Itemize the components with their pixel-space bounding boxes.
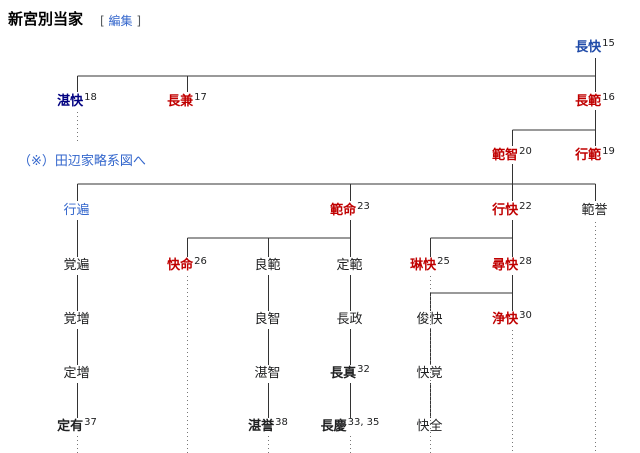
edit-link[interactable]: 編集: [108, 14, 133, 28]
node-name: 長快: [575, 40, 602, 55]
connector-gen1: [77, 58, 596, 92]
node-number: 16: [602, 91, 615, 103]
node-number: 17: [194, 91, 207, 103]
node-name: 行快: [492, 203, 519, 218]
node-name: 湛智: [254, 366, 281, 381]
node-name: 良智: [254, 312, 281, 327]
node-number: 30: [519, 309, 532, 321]
node-choukei[interactable]: 長慶33, 35: [320, 416, 380, 435]
node-number: 25: [437, 255, 450, 267]
node-rinkai[interactable]: 琳快25: [410, 255, 450, 274]
node-name: 範智: [492, 148, 519, 163]
node-name: 尋快: [492, 258, 519, 273]
connector-jinkai: [430, 275, 513, 311]
connector-gen2: [512, 110, 596, 146]
section-title: 新宮別当家: [8, 10, 84, 28]
node-number: 18: [84, 91, 97, 103]
node-number: 32: [357, 363, 370, 375]
node-teiyuu[interactable]: 定有37: [57, 416, 97, 435]
node-number: 20: [519, 145, 532, 157]
node-chousei: 長政: [336, 312, 363, 328]
node-gyoukai[interactable]: 行快22: [492, 200, 532, 219]
solid-connectors: [77, 58, 596, 418]
node-kakuzou: 覚増: [63, 312, 90, 328]
node-chouhan[interactable]: 長範16: [575, 91, 615, 110]
node-number: 23: [357, 200, 370, 212]
connector-hanmei: [187, 220, 351, 257]
node-name: 行遍: [63, 203, 90, 218]
node-name: 琳快: [410, 258, 437, 273]
node-name: 覚増: [63, 312, 90, 327]
dotted-connectors: [77, 112, 596, 453]
connector-gyoukai: [430, 220, 513, 257]
node-joukai[interactable]: 浄快30: [492, 309, 532, 328]
node-name: 長範: [575, 94, 602, 109]
node-name: 湛快: [57, 94, 84, 109]
node-name: 長真: [330, 366, 357, 381]
node-hanmei[interactable]: 範命23: [330, 200, 370, 219]
node-name: 定増: [63, 366, 90, 381]
node-ryouhan: 良範: [254, 258, 281, 274]
edit-bracket-close: ]: [136, 14, 142, 28]
node-name: 長慶: [320, 419, 347, 434]
node-hanyo: 範誉: [581, 203, 608, 219]
node-number: 26: [194, 255, 207, 267]
node-number: 33, 35: [347, 416, 380, 428]
node-name: 範命: [330, 203, 357, 218]
node-name: 浄快: [492, 312, 519, 327]
node-jinkai[interactable]: 尋快28: [492, 255, 532, 274]
node-number: 28: [519, 255, 532, 267]
edit-bracket-open: [: [100, 14, 105, 28]
node-number: 37: [84, 416, 97, 428]
node-teihan: 定範: [336, 258, 363, 274]
node-hanchi[interactable]: 範智20: [492, 145, 532, 164]
node-ryouchi: 良智: [254, 312, 281, 328]
node-shunkai: 俊快: [416, 312, 443, 328]
node-name: 快全: [416, 419, 443, 434]
node-name: 範誉: [581, 203, 608, 218]
node-name: 定範: [336, 258, 363, 273]
node-tanchi: 湛智: [254, 366, 281, 382]
node-name: 覚遍: [63, 258, 90, 273]
node-name: 俊快: [416, 312, 443, 327]
node-name: 行範: [575, 148, 602, 163]
node-number: 19: [602, 145, 615, 157]
node-teizou: 定増: [63, 366, 90, 382]
node-name: 定有: [57, 419, 84, 434]
genealogy-reference-link[interactable]: （※）田辺家略系図へ: [18, 154, 146, 169]
node-tankai[interactable]: 湛快18: [57, 91, 97, 110]
node-chouken[interactable]: 長兼17: [167, 91, 207, 110]
node-number: 38: [275, 416, 288, 428]
node-name: 長政: [336, 312, 363, 327]
node-name: 快覚: [416, 366, 443, 381]
node-number: 15: [602, 37, 615, 49]
node-name: 良範: [254, 258, 281, 273]
node-kakuhen: 覚遍: [63, 258, 90, 274]
node-name: 快命: [167, 258, 194, 273]
node-tanyo[interactable]: 湛誉38: [248, 416, 288, 435]
node-gyouhen[interactable]: 行遍: [63, 203, 90, 219]
node-number: 22: [519, 200, 532, 212]
node-choukai[interactable]: 長快15: [575, 37, 615, 56]
node-name: 湛誉: [248, 419, 275, 434]
node-choushin[interactable]: 長真32: [330, 363, 370, 382]
connector-gen3: [77, 164, 596, 201]
node-gyouhan[interactable]: 行範19: [575, 145, 615, 164]
node-kaizen: 快全: [416, 419, 443, 435]
node-kaikaku: 快覚: [416, 366, 443, 382]
edit-section: [ 編集 ]: [100, 12, 141, 29]
node-name: 長兼: [167, 94, 194, 109]
node-kaimei[interactable]: 快命26: [167, 255, 207, 274]
